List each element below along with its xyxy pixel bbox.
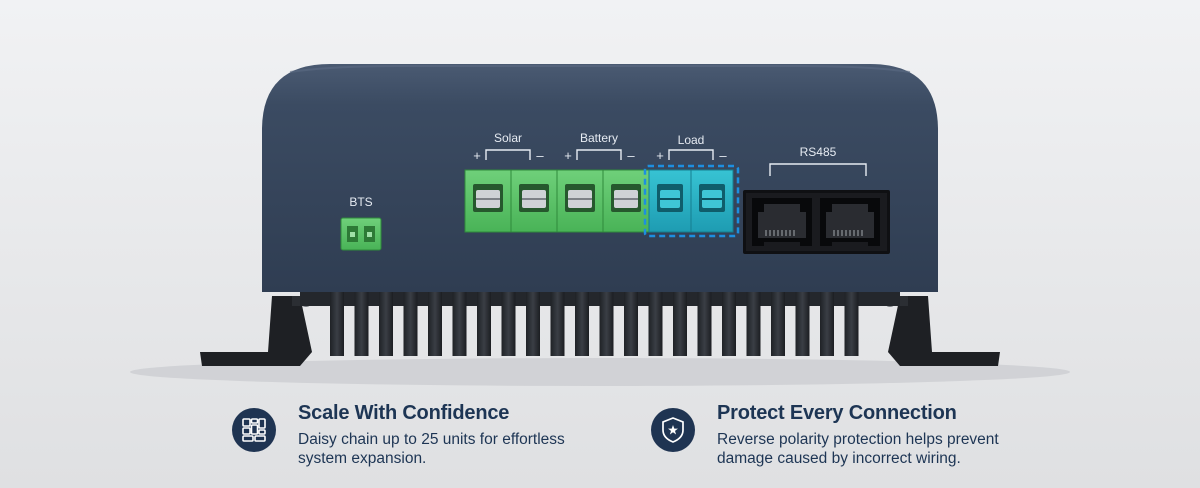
heatsink-fin <box>746 290 761 356</box>
load-group-label: Load + – <box>656 133 727 163</box>
load-highlight-box <box>643 164 740 238</box>
terminal-module <box>690 169 734 233</box>
heatsink-fin <box>550 290 565 356</box>
heatsink-fin <box>354 290 369 356</box>
heatsink-fin <box>526 290 540 356</box>
rs485-ports <box>743 190 890 254</box>
terminal-module <box>602 169 650 233</box>
heatsink-fin <box>771 290 785 356</box>
heatsink-fin <box>330 290 344 356</box>
heatsink-fin <box>575 290 589 356</box>
shield-star-icon <box>651 408 695 452</box>
feature-title: Protect Every Connection <box>717 402 957 424</box>
rs485-group-label: RS485 <box>769 145 867 176</box>
svg-text:–: – <box>536 148 544 163</box>
heatsink-fins <box>330 290 859 356</box>
terminal-module <box>464 169 512 233</box>
heatsink-fin <box>697 290 712 356</box>
heatsink-fin <box>722 290 736 356</box>
heatsink-fin <box>648 290 663 356</box>
heatsink-fin <box>428 290 442 356</box>
terminal-module <box>556 169 604 233</box>
heatsink-fin <box>599 290 614 356</box>
feature-scale: Scale With Confidence Daisy chain up to … <box>232 398 612 468</box>
heatsink-fin <box>452 290 467 356</box>
solar-group-label: Solar + – <box>473 131 544 163</box>
bts-connector <box>340 217 382 251</box>
svg-text:Battery: Battery <box>580 131 618 145</box>
battery-group-label: Battery + – <box>564 131 635 163</box>
svg-text:–: – <box>627 148 635 163</box>
heatsink-fin <box>403 290 418 356</box>
heatsink-fin <box>673 290 687 356</box>
grid-modules-icon <box>232 408 276 452</box>
svg-text:Load: Load <box>678 133 705 147</box>
rj45-port-2 <box>820 198 880 246</box>
svg-text:–: – <box>719 148 727 163</box>
heatsink-fin <box>795 290 810 356</box>
feature-title: Scale With Confidence <box>298 402 510 424</box>
heatsink-fin <box>820 290 834 356</box>
terminal-module <box>510 169 558 233</box>
feature-description: Reverse polarity protection helps preven… <box>717 431 999 467</box>
svg-text:+: + <box>473 148 481 163</box>
svg-text:RS485: RS485 <box>800 145 837 159</box>
charge-controller-image: BTS Solar + – Battery + – Load + – <box>130 64 1070 386</box>
bts-label: BTS <box>349 195 372 209</box>
svg-text:+: + <box>564 148 572 163</box>
svg-text:Solar: Solar <box>494 131 522 145</box>
power-terminal-block <box>464 169 734 233</box>
heatsink-fin <box>477 290 491 356</box>
terminal-module <box>648 169 692 233</box>
heatsink-fin <box>624 290 638 356</box>
svg-text:+: + <box>656 148 664 163</box>
feature-protect: Protect Every Connection Reverse polarit… <box>651 398 1031 468</box>
feature-description: Daisy chain up to 25 units for effortles… <box>298 431 565 467</box>
heatsink-fin <box>501 290 516 356</box>
heatsink-fin <box>844 290 859 356</box>
heatsink-fin <box>379 290 393 356</box>
rj45-port-1 <box>752 198 812 246</box>
